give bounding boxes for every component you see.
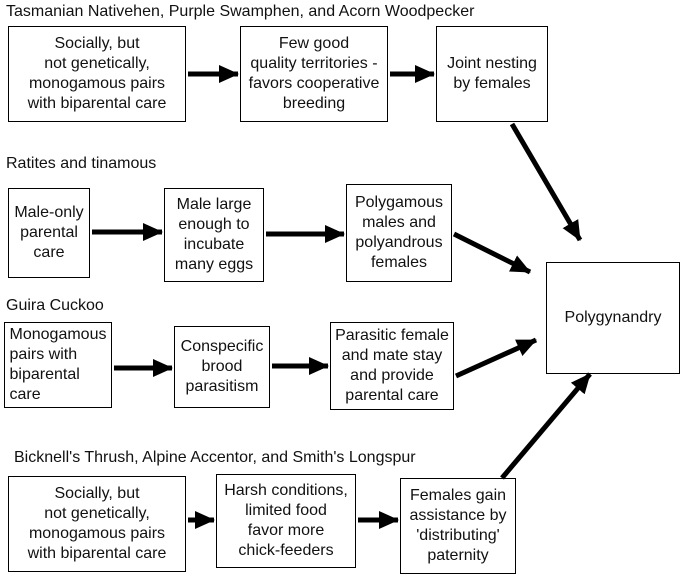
group-4-box-3: Females gain assistance by 'distributing… bbox=[400, 478, 516, 574]
group-4-heading: Bicknell's Thrush, Alpine Accentor, and … bbox=[14, 449, 416, 466]
group-4-box-3-text: Females gain assistance by 'distributing… bbox=[409, 487, 507, 564]
outcome-text: Polygynandry bbox=[564, 309, 662, 326]
group-1-box-2: Few good quality territories - favors co… bbox=[240, 26, 388, 122]
group-3-box-3-text: Parasitic female and mate stay and provi… bbox=[335, 327, 449, 404]
group-1-box-3-text: Joint nesting by females bbox=[447, 55, 537, 92]
group-3-box-2-text: Conspecific brood parasitism bbox=[180, 338, 264, 395]
group-4-box-1-text: Socially, but not genetically, monogamou… bbox=[27, 485, 167, 562]
arrow-g1-to-outcome bbox=[509, 122, 583, 242]
group-2-box-3: Polygamous males and polyandrous females bbox=[346, 184, 452, 282]
outcome-box: Polygynandry bbox=[546, 262, 680, 374]
group-1-box-3: Joint nesting by females bbox=[436, 26, 548, 122]
group-2-box-1-text: Male-only parental care bbox=[14, 204, 84, 261]
group-3-box-1: Monogamous pairs with biparental care bbox=[4, 322, 112, 408]
arrow-g3-to-outcome bbox=[454, 337, 538, 379]
group-1-box-2-text: Few good quality territories - favors co… bbox=[248, 35, 380, 112]
group-4-box-1: Socially, but not genetically, monogamou… bbox=[8, 476, 186, 572]
group-2-box-3-text: Polygamous males and polyandrous females bbox=[354, 194, 444, 271]
group-2-heading: Ratites and tinamous bbox=[6, 155, 157, 172]
group-3-box-2: Conspecific brood parasitism bbox=[174, 326, 270, 408]
group-4-box-2-text: Harsh conditions, limited food favor mor… bbox=[224, 482, 348, 559]
group-1-heading: Tasmanian Nativehen, Purple Swamphen, an… bbox=[6, 3, 475, 20]
arrow-g2-to-outcome bbox=[452, 231, 532, 275]
group-2-box-1: Male-only parental care bbox=[8, 188, 90, 278]
group-3-box-1-text: Monogamous pairs with biparental care bbox=[9, 326, 107, 403]
group-2-box-2: Male large enough to incubate many eggs bbox=[164, 188, 264, 282]
group-1-box-1: Socially, but not genetically, monogamou… bbox=[8, 26, 186, 122]
group-3-heading: Guira Cuckoo bbox=[6, 297, 104, 314]
group-3-box-3: Parasitic female and mate stay and provi… bbox=[330, 322, 454, 410]
group-2-box-2-text: Male large enough to incubate many eggs bbox=[174, 196, 254, 273]
group-4-box-2: Harsh conditions, limited food favor mor… bbox=[216, 474, 356, 568]
arrow-g4-to-outcome bbox=[500, 372, 592, 480]
group-1-box-1-text: Socially, but not genetically, monogamou… bbox=[27, 35, 167, 112]
